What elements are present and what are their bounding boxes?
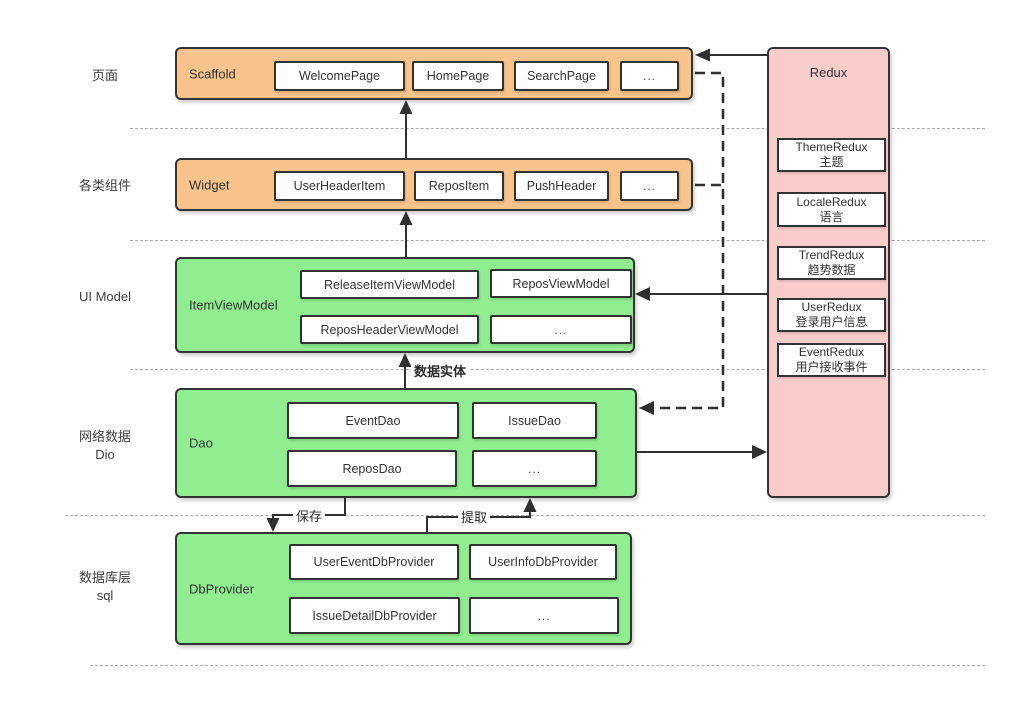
node-user-redux-name: UserRedux (801, 300, 862, 314)
node-event-redux: EventRedux 用户接收事件 (777, 343, 886, 377)
layer-label-database: 数据库层 sql (55, 569, 155, 605)
node-repos-item: ReposItem (414, 171, 504, 201)
node-trend-redux: TrendRedux 趋势数据 (777, 246, 886, 280)
node-locale-redux: LocaleRedux 语言 (777, 192, 886, 227)
edge-label-extract: 提取 (458, 507, 491, 526)
arrowhead-down-icon (266, 518, 280, 532)
edge-label-save: 保存 (293, 506, 326, 525)
layer-label-page: 页面 (91, 68, 118, 83)
node-welcome-page: WelcomePage (274, 61, 405, 91)
node-release-item-view-model: ReleaseItemViewModel (300, 270, 479, 299)
widget-panel: Widget UserHeaderItem ReposItem PushHead… (175, 158, 693, 211)
redux-panel: Redux ThemeRedux 主题 LocaleRedux 语言 Trend… (767, 47, 890, 498)
node-scaffold-more: ... (620, 61, 679, 91)
node-event-dao: EventDao (287, 402, 459, 439)
node-widget-more: ... (620, 171, 679, 201)
dao-panel: Dao EventDao IssueDao ReposDao ... (175, 388, 637, 498)
arrowhead-up-icon (523, 498, 537, 512)
layer-separator-5 (90, 665, 985, 666)
node-user-redux: UserRedux 登录用户信息 (777, 298, 886, 332)
node-db-provider-more: ... (469, 597, 619, 634)
node-repos-dao: ReposDao (287, 450, 457, 487)
node-user-info-db-provider: UserInfoDbProvider (469, 544, 617, 580)
layer-separator-4 (65, 515, 985, 516)
node-trend-redux-name: TrendRedux (798, 248, 865, 262)
arrowhead-up-icon (399, 211, 413, 225)
node-theme-redux: ThemeRedux 主题 (777, 138, 886, 172)
node-dao-more: ... (472, 450, 597, 487)
node-repos-view-model: ReposViewModel (490, 269, 632, 298)
node-theme-redux-name: ThemeRedux (795, 140, 868, 154)
db-provider-panel: DbProvider UserEventDbProvider UserInfoD… (175, 532, 632, 645)
scaffold-panel-title: Scaffold (189, 66, 236, 81)
node-item-view-model-more: ... (490, 315, 632, 344)
redux-panel-title: Redux (809, 65, 848, 80)
node-trend-redux-desc: 趋势数据 (807, 263, 856, 277)
node-user-event-db-provider: UserEventDbProvider (289, 544, 459, 580)
node-issue-detail-db-provider: IssueDetailDbProvider (289, 597, 460, 634)
node-event-redux-desc: 用户接收事件 (795, 360, 868, 374)
node-issue-dao: IssueDao (472, 402, 597, 439)
edge-label-data-entity: 数据实体 (411, 361, 470, 380)
db-provider-panel-title: DbProvider (189, 581, 255, 596)
scaffold-panel: Scaffold WelcomePage HomePage SearchPage… (175, 47, 693, 100)
item-view-model-panel-title: ItemViewModel (189, 297, 278, 313)
node-search-page: SearchPage (514, 61, 609, 91)
node-locale-redux-name: LocaleRedux (796, 194, 867, 209)
node-event-redux-name: EventRedux (798, 345, 865, 359)
layer-label-network-line1: 网络数据 (78, 429, 131, 444)
layer-label-network-line2: Dio (95, 447, 115, 462)
arrowhead-right-icon (752, 445, 767, 459)
node-user-header-item: UserHeaderItem (274, 171, 405, 201)
arrowhead-left-icon (695, 48, 710, 62)
node-home-page: HomePage (412, 61, 504, 91)
arrowhead-left-icon (639, 401, 654, 415)
arrowhead-left-icon (635, 287, 650, 301)
layer-label-network: 网络数据 Dio (55, 428, 155, 464)
node-user-redux-desc: 登录用户信息 (795, 315, 868, 329)
widget-panel-title: Widget (189, 177, 230, 192)
layer-separator-2 (130, 240, 985, 241)
node-push-header: PushHeader (514, 171, 609, 201)
layer-label-database-line2: sql (96, 588, 114, 603)
layer-separator-3 (130, 369, 985, 370)
layer-separator-1 (130, 128, 985, 129)
layer-label-database-line1: 数据库层 (78, 570, 131, 585)
dao-panel-title: Dao (189, 435, 213, 451)
node-theme-redux-desc: 主题 (819, 155, 844, 169)
node-locale-redux-desc: 语言 (819, 209, 844, 224)
node-repos-header-view-model: ReposHeaderViewModel (300, 315, 479, 344)
layer-label-ui-model: UI Model (78, 289, 132, 304)
layer-label-components: 各类组件 (78, 178, 131, 193)
item-view-model-panel: ItemViewModel ReleaseItemViewModel Repos… (175, 257, 635, 353)
arrowhead-up-icon (398, 353, 412, 367)
arrowhead-up-icon (399, 100, 413, 114)
